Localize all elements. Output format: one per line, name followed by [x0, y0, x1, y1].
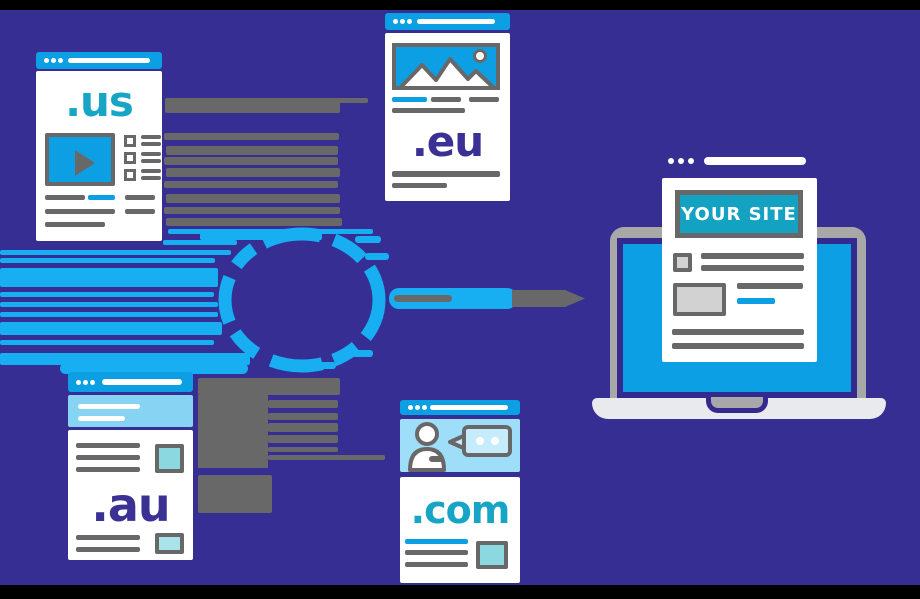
domain-label-us: .us: [65, 77, 134, 126]
your-site-banner: YOUR SITE: [675, 190, 803, 238]
thumbnail-box: [155, 444, 184, 473]
video-play-icon: [75, 150, 95, 176]
profile-banner: [400, 419, 520, 472]
letterbox-bottom: [0, 585, 920, 599]
page-image-box: [673, 283, 726, 316]
magnifier-handle: [389, 288, 517, 309]
video-player: [45, 133, 115, 186]
hero-banner: [68, 395, 193, 427]
thumbnail-box: [155, 533, 184, 554]
domain-label-com: .com: [410, 488, 511, 532]
window-titlebar: [400, 400, 520, 415]
magnifier-handle-tip: [512, 290, 585, 307]
window-titlebar: [36, 52, 162, 69]
magnifying-glass-icon: [218, 227, 585, 373]
user-avatar-icon: [408, 422, 446, 472]
window-titlebar: [68, 372, 193, 392]
domain-label-eu: .eu: [411, 117, 484, 166]
speech-bubble-icon: [448, 425, 512, 457]
window-titlebar: [385, 13, 510, 30]
laptop-hinge-notch: [706, 397, 768, 413]
domain-label-au: .au: [91, 478, 170, 532]
letterbox-top: [0, 0, 920, 10]
page-bullet-box: [673, 253, 692, 272]
thumbnail-box: [476, 541, 508, 569]
image-placeholder-icon: [392, 43, 500, 90]
